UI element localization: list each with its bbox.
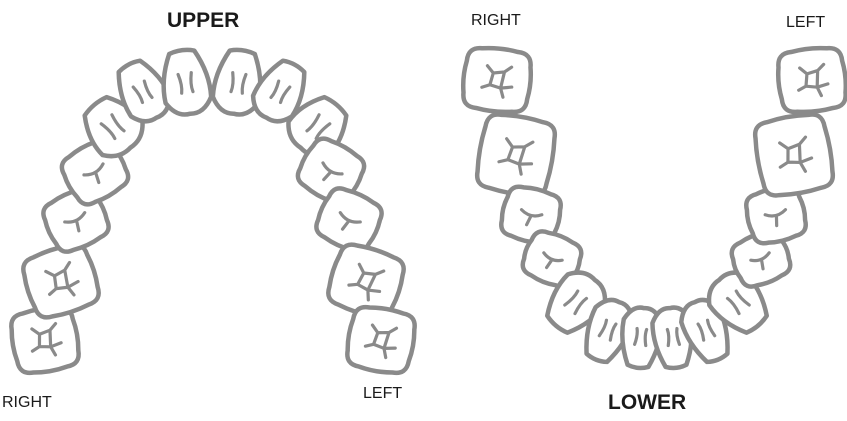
lower-arch [460, 45, 847, 370]
upper-left-label: LEFT [363, 386, 402, 402]
upper-tooth-14 [344, 303, 419, 376]
lower-tooth-14 [775, 45, 847, 115]
upper-tooth-7 [158, 47, 213, 117]
lower-left-label: LEFT [786, 15, 825, 31]
lower-right-label: RIGHT [471, 13, 521, 29]
upper-right-label: RIGHT [2, 395, 52, 411]
upper-arch-title: UPPER [167, 10, 239, 31]
lower-tooth-1 [460, 45, 533, 115]
lower-tooth-13 [751, 111, 836, 200]
upper-arch [8, 47, 419, 377]
lower-arch-title: LOWER [608, 392, 686, 413]
